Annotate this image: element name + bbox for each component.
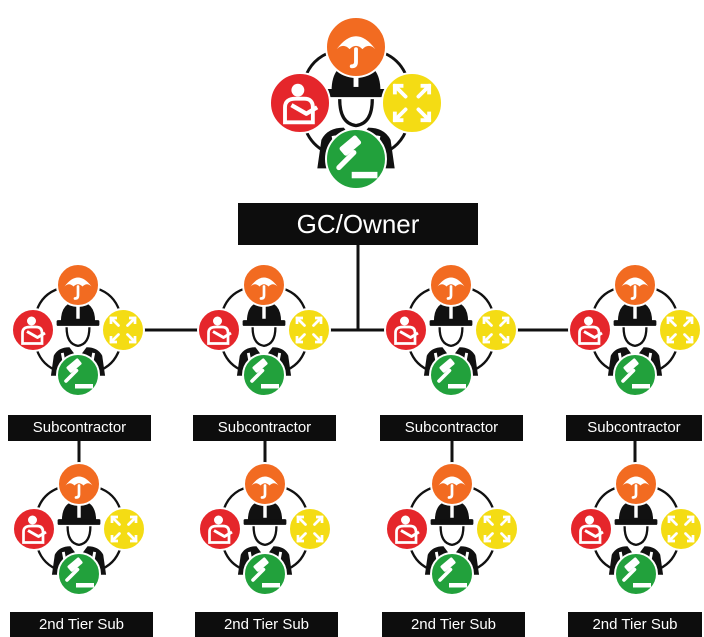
contractor-node [569, 462, 703, 596]
contractor-node [385, 462, 519, 596]
expand-arrows-icon [381, 72, 443, 134]
contractor-node [12, 462, 146, 596]
second-tier-sub-label: 2nd Tier Sub [10, 612, 153, 637]
injured-person-icon [197, 308, 241, 352]
injured-person-icon [385, 507, 429, 551]
gavel-icon [243, 552, 287, 596]
subcontractor-label: Subcontractor [8, 415, 151, 441]
contractor-node [197, 263, 331, 397]
subcontractor-label: Subcontractor [566, 415, 702, 441]
contractor-node [269, 16, 443, 190]
subcontractor-label: Subcontractor [193, 415, 336, 441]
gavel-icon [242, 353, 286, 397]
gavel-icon [429, 353, 473, 397]
injured-person-icon [12, 507, 56, 551]
injured-person-icon [269, 72, 331, 134]
injured-person-icon [198, 507, 242, 551]
second-tier-sub-label: 2nd Tier Sub [382, 612, 525, 637]
injured-person-icon [568, 308, 612, 352]
umbrella-icon [613, 263, 657, 307]
gavel-icon [325, 128, 387, 190]
umbrella-icon [614, 462, 658, 506]
injured-person-icon [384, 308, 428, 352]
gavel-icon [613, 353, 657, 397]
injured-person-icon [11, 308, 55, 352]
expand-arrows-icon [659, 507, 703, 551]
umbrella-icon [243, 462, 287, 506]
injured-person-icon [569, 507, 613, 551]
contractor-node [568, 263, 702, 397]
gavel-icon [614, 552, 658, 596]
umbrella-icon [57, 462, 101, 506]
expand-arrows-icon [287, 308, 331, 352]
gavel-icon [430, 552, 474, 596]
expand-arrows-icon [102, 507, 146, 551]
expand-arrows-icon [658, 308, 702, 352]
expand-arrows-icon [475, 507, 519, 551]
umbrella-icon [429, 263, 473, 307]
nodes-layer [11, 16, 703, 596]
umbrella-icon [430, 462, 474, 506]
second-tier-sub-label: 2nd Tier Sub [568, 612, 702, 637]
gavel-icon [56, 353, 100, 397]
umbrella-icon [242, 263, 286, 307]
contractor-node [384, 263, 518, 397]
expand-arrows-icon [288, 507, 332, 551]
subcontractor-label: Subcontractor [380, 415, 523, 441]
expand-arrows-icon [474, 308, 518, 352]
contractor-node [11, 263, 145, 397]
umbrella-icon [325, 16, 387, 78]
connector-lines [77, 245, 637, 520]
umbrella-icon [56, 263, 100, 307]
gavel-icon [57, 552, 101, 596]
gc-owner-label: GC/Owner [238, 203, 478, 245]
second-tier-sub-label: 2nd Tier Sub [195, 612, 338, 637]
expand-arrows-icon [101, 308, 145, 352]
contractor-node [198, 462, 332, 596]
